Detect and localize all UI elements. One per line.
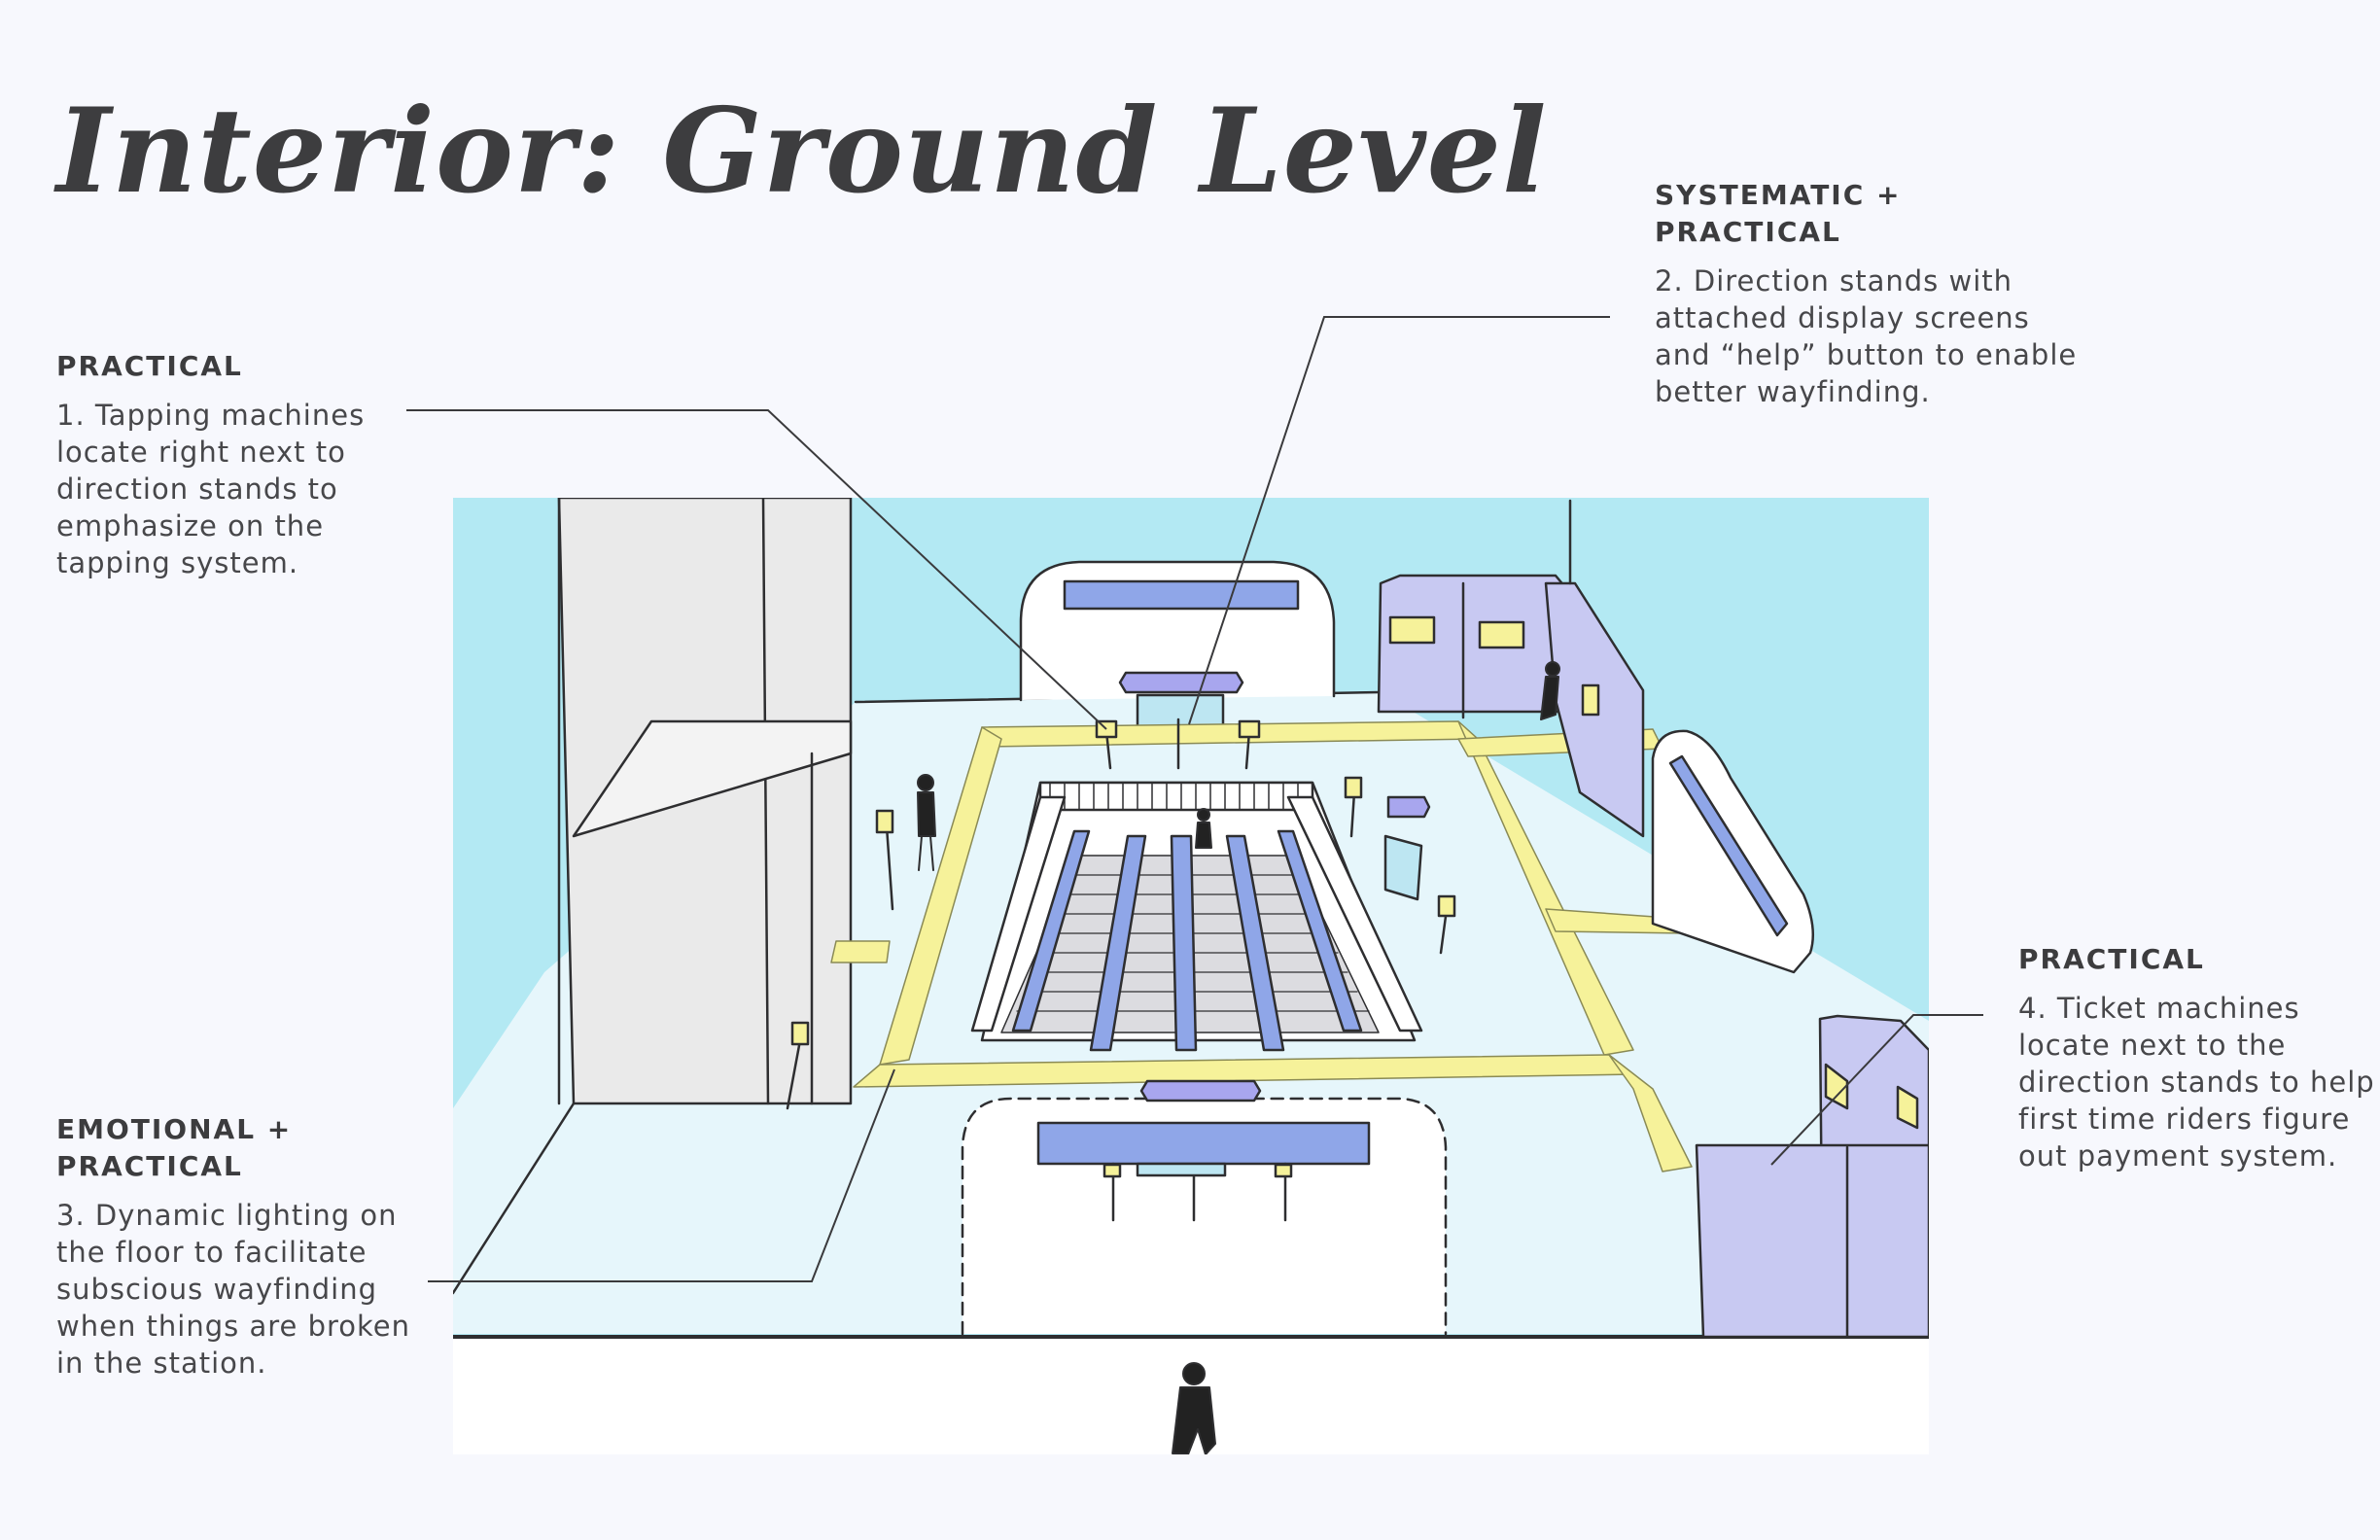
direction-sign (1120, 673, 1242, 692)
pit-railing (1040, 783, 1312, 810)
ticket-machine-front (1697, 1145, 1929, 1337)
back-screen (1065, 581, 1298, 609)
front-direction-sign (1141, 1081, 1260, 1101)
side-direction-sign (1388, 797, 1429, 817)
front-screen (1038, 1123, 1369, 1164)
